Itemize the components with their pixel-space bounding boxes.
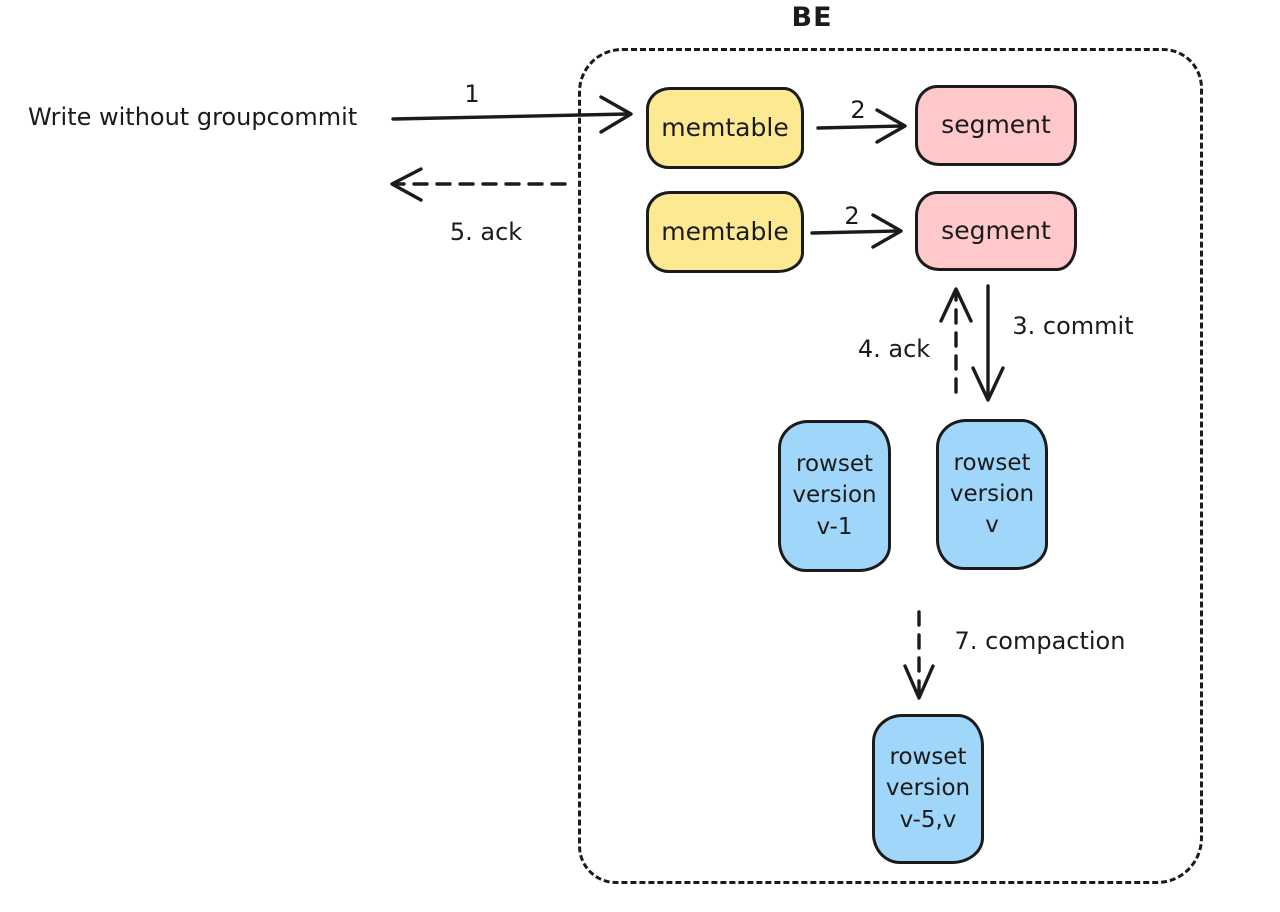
rowset-compacted-line-2: version: [885, 775, 971, 802]
be-title: BE: [791, 2, 833, 33]
client-ack-arrow: [390, 167, 567, 202]
segment-2-node: segment: [915, 191, 1077, 271]
be-container: [578, 48, 1203, 884]
segment-1-node: segment: [915, 85, 1077, 166]
segment-1-label: segment: [941, 110, 1051, 140]
internal-ack-arrow: [939, 287, 973, 394]
rowset-current-line-1: rowset: [953, 449, 1031, 476]
rowset-compacted-line-3: v-5,v: [899, 806, 957, 833]
memtable-1-label: memtable: [661, 112, 789, 142]
flush-1-arrow: [816, 108, 907, 144]
rowset-prev-line-1: rowset: [796, 451, 873, 478]
flush-1-arrow-label: 2: [850, 96, 866, 124]
write-client-label: Write without groupcommit: [28, 103, 358, 131]
rowset-current-line-2: version: [949, 480, 1035, 507]
rowset-prev-node: rowset version v-1: [778, 420, 891, 572]
rowset-current-node: rowset version v: [936, 419, 1048, 570]
write-arrow: [391, 95, 633, 134]
rowset-compacted-node: rowset version v-5,v: [872, 714, 984, 864]
write-arrow-label: 1: [464, 80, 480, 108]
commit-arrow-label: 3. commit: [1012, 312, 1134, 340]
compaction-arrow-label: 7. compaction: [954, 627, 1126, 655]
internal-ack-arrow-label: 4. ack: [857, 335, 931, 363]
segment-2-label: segment: [941, 215, 1051, 245]
rowset-current-line-3: v: [985, 512, 999, 539]
memtable-1-node: memtable: [646, 87, 804, 169]
memtable-2-label: memtable: [661, 216, 789, 246]
flush-2-arrow-label: 2: [844, 202, 860, 230]
rowset-compacted-line-1: rowset: [889, 744, 967, 771]
rowset-prev-line-2: version: [792, 482, 877, 509]
compaction-arrow: [903, 610, 935, 700]
memtable-2-node: memtable: [646, 191, 804, 273]
flush-2-arrow: [810, 213, 903, 249]
rowset-prev-line-3: v-1: [816, 513, 853, 540]
commit-arrow: [971, 284, 1005, 402]
client-ack-arrow-label: 5. ack: [449, 218, 523, 246]
